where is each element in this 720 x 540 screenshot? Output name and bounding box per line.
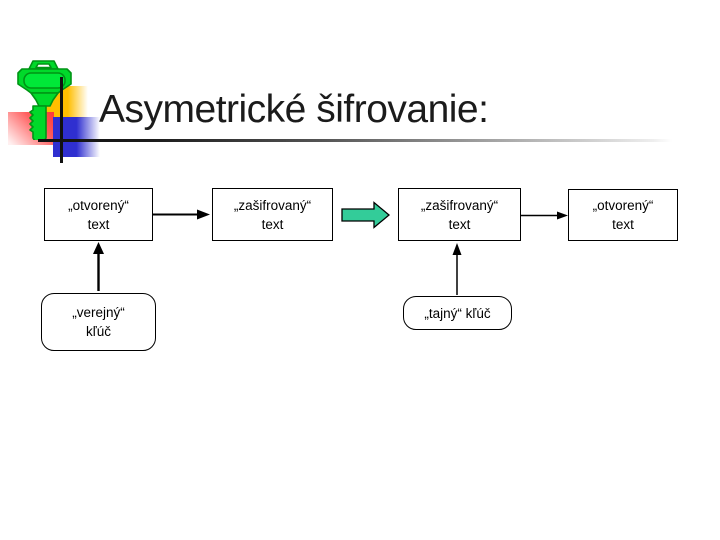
box-label-line: text [612, 217, 634, 232]
box-secret-key: „tajný“ kľúč [403, 296, 512, 330]
box-public-key: „verejný“ kľúč [41, 293, 156, 351]
box-label-line: „zašifrovaný“ [420, 197, 499, 213]
key-shaft [29, 105, 47, 140]
transfer-block-arrow [341, 201, 391, 229]
box-plaintext-left: „otvorený“ text [44, 188, 153, 241]
key-collar [30, 92, 59, 107]
box-label-line: „otvorený“ [592, 198, 654, 213]
box-label-line: „verejný“ [72, 305, 125, 320]
box-ciphertext-left: „zašifrovaný“ text [212, 188, 333, 241]
box-label-line: „otvorený“ [68, 197, 129, 213]
box-ciphertext-right: „zašifrovaný“ text [398, 188, 521, 241]
logo-crosshair-vertical [60, 77, 63, 163]
box-label-line: text [87, 216, 110, 232]
box-label-line: text [261, 216, 284, 232]
public-key-arrow [93, 242, 104, 291]
box-label-line: kľúč [86, 324, 111, 339]
box-label-line: „tajný“ kľúč [424, 305, 491, 321]
decrypt-arrow [521, 211, 568, 220]
encrypt-arrow [153, 209, 210, 220]
box-label-line: „zašifrovaný“ [233, 197, 312, 213]
slide-title: Asymetrické šifrovanie: [99, 88, 489, 131]
key-icon [17, 60, 72, 140]
key-loop [28, 60, 59, 70]
key-head-inset [23, 72, 66, 89]
title-underline [38, 139, 672, 142]
secret-key-arrow [452, 243, 462, 295]
box-label-line: text [448, 216, 471, 232]
box-plaintext-right: „otvorený“ text [568, 189, 678, 241]
